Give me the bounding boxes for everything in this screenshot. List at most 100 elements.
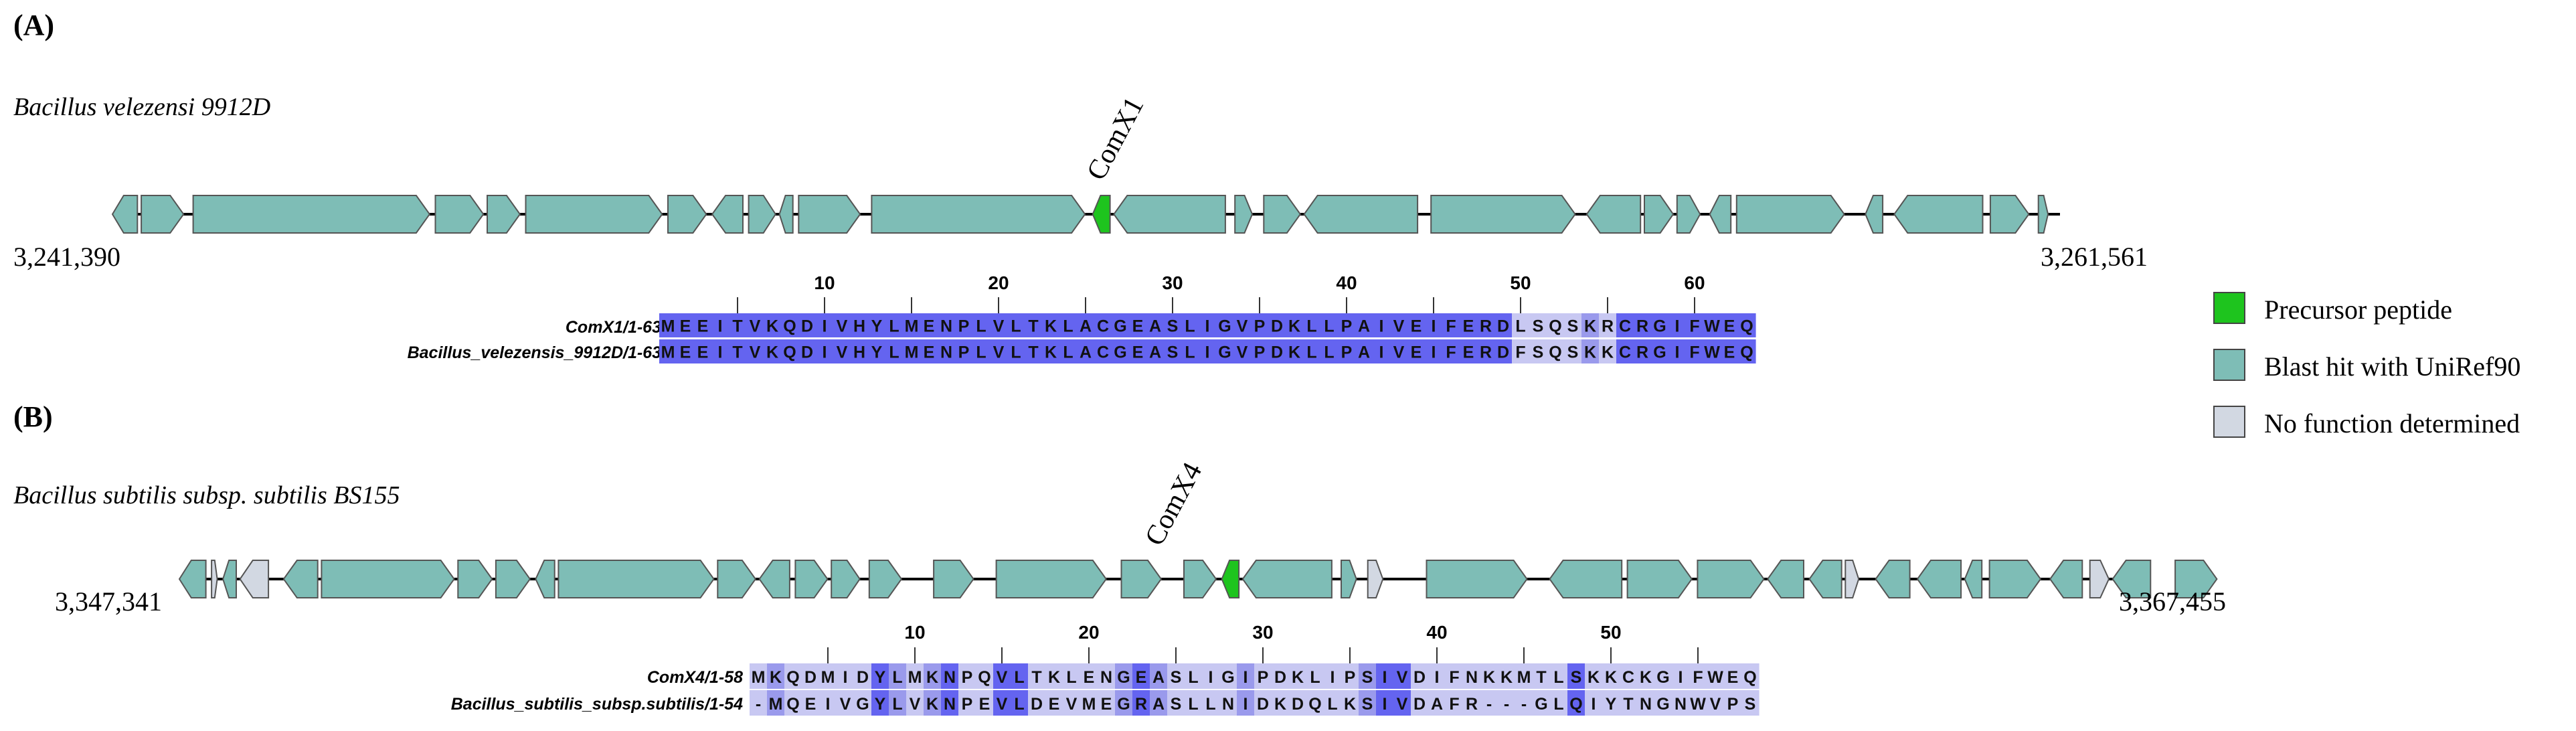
residue-letter: T bbox=[1623, 695, 1633, 714]
residue-letter: I bbox=[1243, 668, 1248, 687]
residue-letter: G bbox=[1114, 317, 1126, 335]
residue-cell bbox=[1338, 313, 1356, 337]
residue-letter: K bbox=[1288, 317, 1300, 335]
residue-cell bbox=[1654, 690, 1672, 716]
residue-cell bbox=[1512, 313, 1530, 337]
residue-cell bbox=[1359, 690, 1377, 716]
residue-letter: P bbox=[958, 343, 970, 361]
residue-cell bbox=[1237, 663, 1255, 689]
residue-cell bbox=[903, 313, 921, 337]
residue-letter: D bbox=[857, 668, 869, 687]
legend-swatch-nofunction bbox=[2213, 406, 2245, 438]
residue-letter: S bbox=[1571, 668, 1582, 687]
residue-letter: L bbox=[1306, 343, 1316, 361]
residue-cell bbox=[889, 663, 907, 689]
residue-cell bbox=[1098, 663, 1116, 689]
residue-cell bbox=[1515, 690, 1533, 716]
residue-letter: T bbox=[1031, 668, 1041, 687]
residue-cell bbox=[920, 339, 938, 363]
residue-cell bbox=[1602, 690, 1620, 716]
residue-letter: E bbox=[680, 317, 691, 335]
residue-cell bbox=[1025, 339, 1043, 363]
residue-letter: P bbox=[1345, 668, 1356, 687]
residue-cell bbox=[1098, 690, 1116, 716]
residue-cell bbox=[1686, 313, 1704, 337]
residue-letter: F bbox=[1449, 668, 1459, 687]
gene-arrow-b-7 bbox=[457, 560, 493, 598]
gene-arrow-b-15 bbox=[868, 560, 903, 598]
residue-cell bbox=[1634, 313, 1652, 337]
residue-letter: L bbox=[1324, 343, 1334, 361]
residue-letter: K bbox=[1584, 343, 1596, 361]
residue-cell bbox=[924, 663, 942, 689]
residue-letter: A bbox=[1149, 317, 1161, 335]
residue-letter: Q bbox=[783, 343, 796, 361]
gene-arrow-a-5 bbox=[487, 195, 521, 234]
gene-arrow-b-21 bbox=[1241, 560, 1333, 598]
residue-cell bbox=[1620, 663, 1638, 689]
residue-letter: D bbox=[1031, 695, 1043, 714]
residue-cell bbox=[920, 313, 938, 337]
residue-cell bbox=[1425, 313, 1443, 337]
residue-cell bbox=[1045, 663, 1063, 689]
residue-letter: G bbox=[1114, 343, 1126, 361]
residue-letter: S bbox=[1167, 317, 1179, 335]
residue-letter: L bbox=[1063, 317, 1073, 335]
residue-cell bbox=[1724, 690, 1742, 716]
residue-cell bbox=[837, 663, 855, 689]
residue-cell bbox=[1581, 339, 1600, 363]
residue-cell bbox=[889, 690, 907, 716]
residue-cell bbox=[990, 339, 1008, 363]
panel-a-genes bbox=[111, 195, 2049, 234]
residue-cell bbox=[694, 339, 712, 363]
residue-cell bbox=[1529, 313, 1547, 337]
alignment-tick-label: 10 bbox=[904, 622, 925, 643]
residue-cell bbox=[906, 663, 924, 689]
residue-cell bbox=[1167, 663, 1185, 689]
residue-letter: M bbox=[821, 668, 835, 687]
residue-letter: G bbox=[1218, 343, 1231, 361]
residue-cell bbox=[1564, 339, 1582, 363]
residue-letter: E bbox=[1132, 343, 1144, 361]
gene-arrow-b-26 bbox=[1626, 560, 1693, 598]
residue-letter: G bbox=[1653, 317, 1666, 335]
residue-letter: I bbox=[1205, 343, 1210, 361]
residue-cell bbox=[1721, 339, 1739, 363]
residue-cell bbox=[1494, 339, 1513, 363]
residue-cell bbox=[1724, 663, 1742, 689]
residue-letter: P bbox=[1341, 343, 1353, 361]
residue-letter: V bbox=[750, 343, 761, 361]
gene-arrow-a-3 bbox=[192, 195, 431, 234]
gene-arrow-b-27 bbox=[1697, 560, 1765, 598]
residue-letter: G bbox=[1221, 668, 1234, 687]
residue-cell bbox=[1616, 313, 1634, 337]
residue-letter: G bbox=[1535, 695, 1547, 714]
residue-cell bbox=[816, 313, 834, 337]
residue-letter: E bbox=[697, 343, 709, 361]
residue-letter: L bbox=[1553, 668, 1563, 687]
residue-letter: E bbox=[1049, 695, 1060, 714]
residue-cell bbox=[1164, 313, 1182, 337]
residue-cell bbox=[1547, 313, 1565, 337]
residue-letter: I bbox=[1379, 343, 1384, 361]
residue-letter: D bbox=[1413, 668, 1426, 687]
residue-cell bbox=[1289, 690, 1307, 716]
residue-cell bbox=[1219, 663, 1237, 689]
residue-letter: E bbox=[1411, 343, 1422, 361]
gene-arrow-b-28 bbox=[1766, 560, 1804, 598]
residue-letter: P bbox=[1727, 695, 1739, 714]
residue-cell bbox=[1428, 663, 1446, 689]
residue-cell bbox=[871, 690, 889, 716]
residue-letter: H bbox=[853, 343, 865, 361]
residue-letter: - bbox=[1486, 695, 1492, 714]
residue-letter: I bbox=[1209, 668, 1213, 687]
gene-arrow-a-21 bbox=[1676, 195, 1701, 234]
residue-letter: P bbox=[962, 668, 973, 687]
residue-letter: L bbox=[1188, 695, 1198, 714]
panel-a-seq-name-2: Bacillus_velezensis_9912D/1-63 bbox=[408, 343, 662, 362]
residue-letter: D bbox=[1271, 317, 1283, 335]
residue-cell bbox=[711, 313, 729, 337]
residue-letter: N bbox=[1466, 668, 1478, 687]
